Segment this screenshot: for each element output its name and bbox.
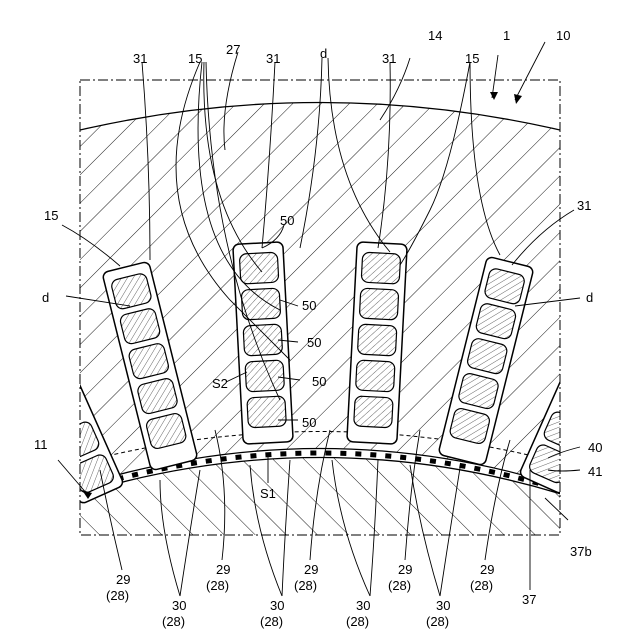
label-15-left: 15 bbox=[44, 208, 58, 223]
label-11: 11 bbox=[34, 437, 48, 452]
label-31-d: 31 bbox=[577, 198, 591, 213]
label-50-c: 50 bbox=[307, 335, 321, 350]
label-37: 37 bbox=[522, 592, 536, 607]
label-28-g: (28) bbox=[260, 614, 283, 629]
label-29-e: 29 bbox=[480, 562, 494, 577]
label-28-f: (28) bbox=[162, 614, 185, 629]
label-50-d: 50 bbox=[312, 374, 326, 389]
label-28-d: (28) bbox=[388, 578, 411, 593]
label-27: 27 bbox=[226, 42, 240, 57]
label-S2: S2 bbox=[212, 376, 228, 391]
label-28-e: (28) bbox=[470, 578, 493, 593]
arrow-1 bbox=[490, 92, 498, 100]
label-10: 10 bbox=[556, 28, 570, 43]
label-31-c: 31 bbox=[382, 51, 396, 66]
label-d-left: d bbox=[42, 290, 49, 305]
label-30-a: 30 bbox=[172, 598, 186, 613]
label-29-a: 29 bbox=[116, 572, 130, 587]
label-d-right: d bbox=[586, 290, 593, 305]
label-28-a: (28) bbox=[106, 588, 129, 603]
label-30-d: 30 bbox=[436, 598, 450, 613]
label-1: 1 bbox=[503, 28, 510, 43]
arrow-10 bbox=[514, 94, 522, 104]
label-50-e: 50 bbox=[302, 415, 316, 430]
label-28-i: (28) bbox=[426, 614, 449, 629]
label-41: 41 bbox=[588, 464, 602, 479]
label-30-c: 30 bbox=[356, 598, 370, 613]
drawing-area bbox=[32, 103, 612, 601]
label-29-c: 29 bbox=[304, 562, 318, 577]
label-28-b: (28) bbox=[206, 578, 229, 593]
label-15-top-left: 15 bbox=[188, 51, 202, 66]
label-31-b: 31 bbox=[266, 51, 280, 66]
slot-2 bbox=[233, 242, 293, 444]
label-50-b: 50 bbox=[302, 298, 316, 313]
label-30-b: 30 bbox=[270, 598, 284, 613]
label-40: 40 bbox=[588, 440, 602, 455]
label-31-a: 31 bbox=[133, 51, 147, 66]
label-d-top: d bbox=[320, 46, 327, 61]
label-28-c: (28) bbox=[294, 578, 317, 593]
slot-3 bbox=[347, 242, 407, 444]
label-50-a: 50 bbox=[280, 213, 294, 228]
label-15-top-right: 15 bbox=[465, 51, 479, 66]
label-29-b: 29 bbox=[216, 562, 230, 577]
label-28-h: (28) bbox=[346, 614, 369, 629]
label-29-d: 29 bbox=[398, 562, 412, 577]
label-14: 14 bbox=[428, 28, 442, 43]
label-37b: 37b bbox=[570, 544, 592, 559]
label-S1: S1 bbox=[260, 486, 276, 501]
